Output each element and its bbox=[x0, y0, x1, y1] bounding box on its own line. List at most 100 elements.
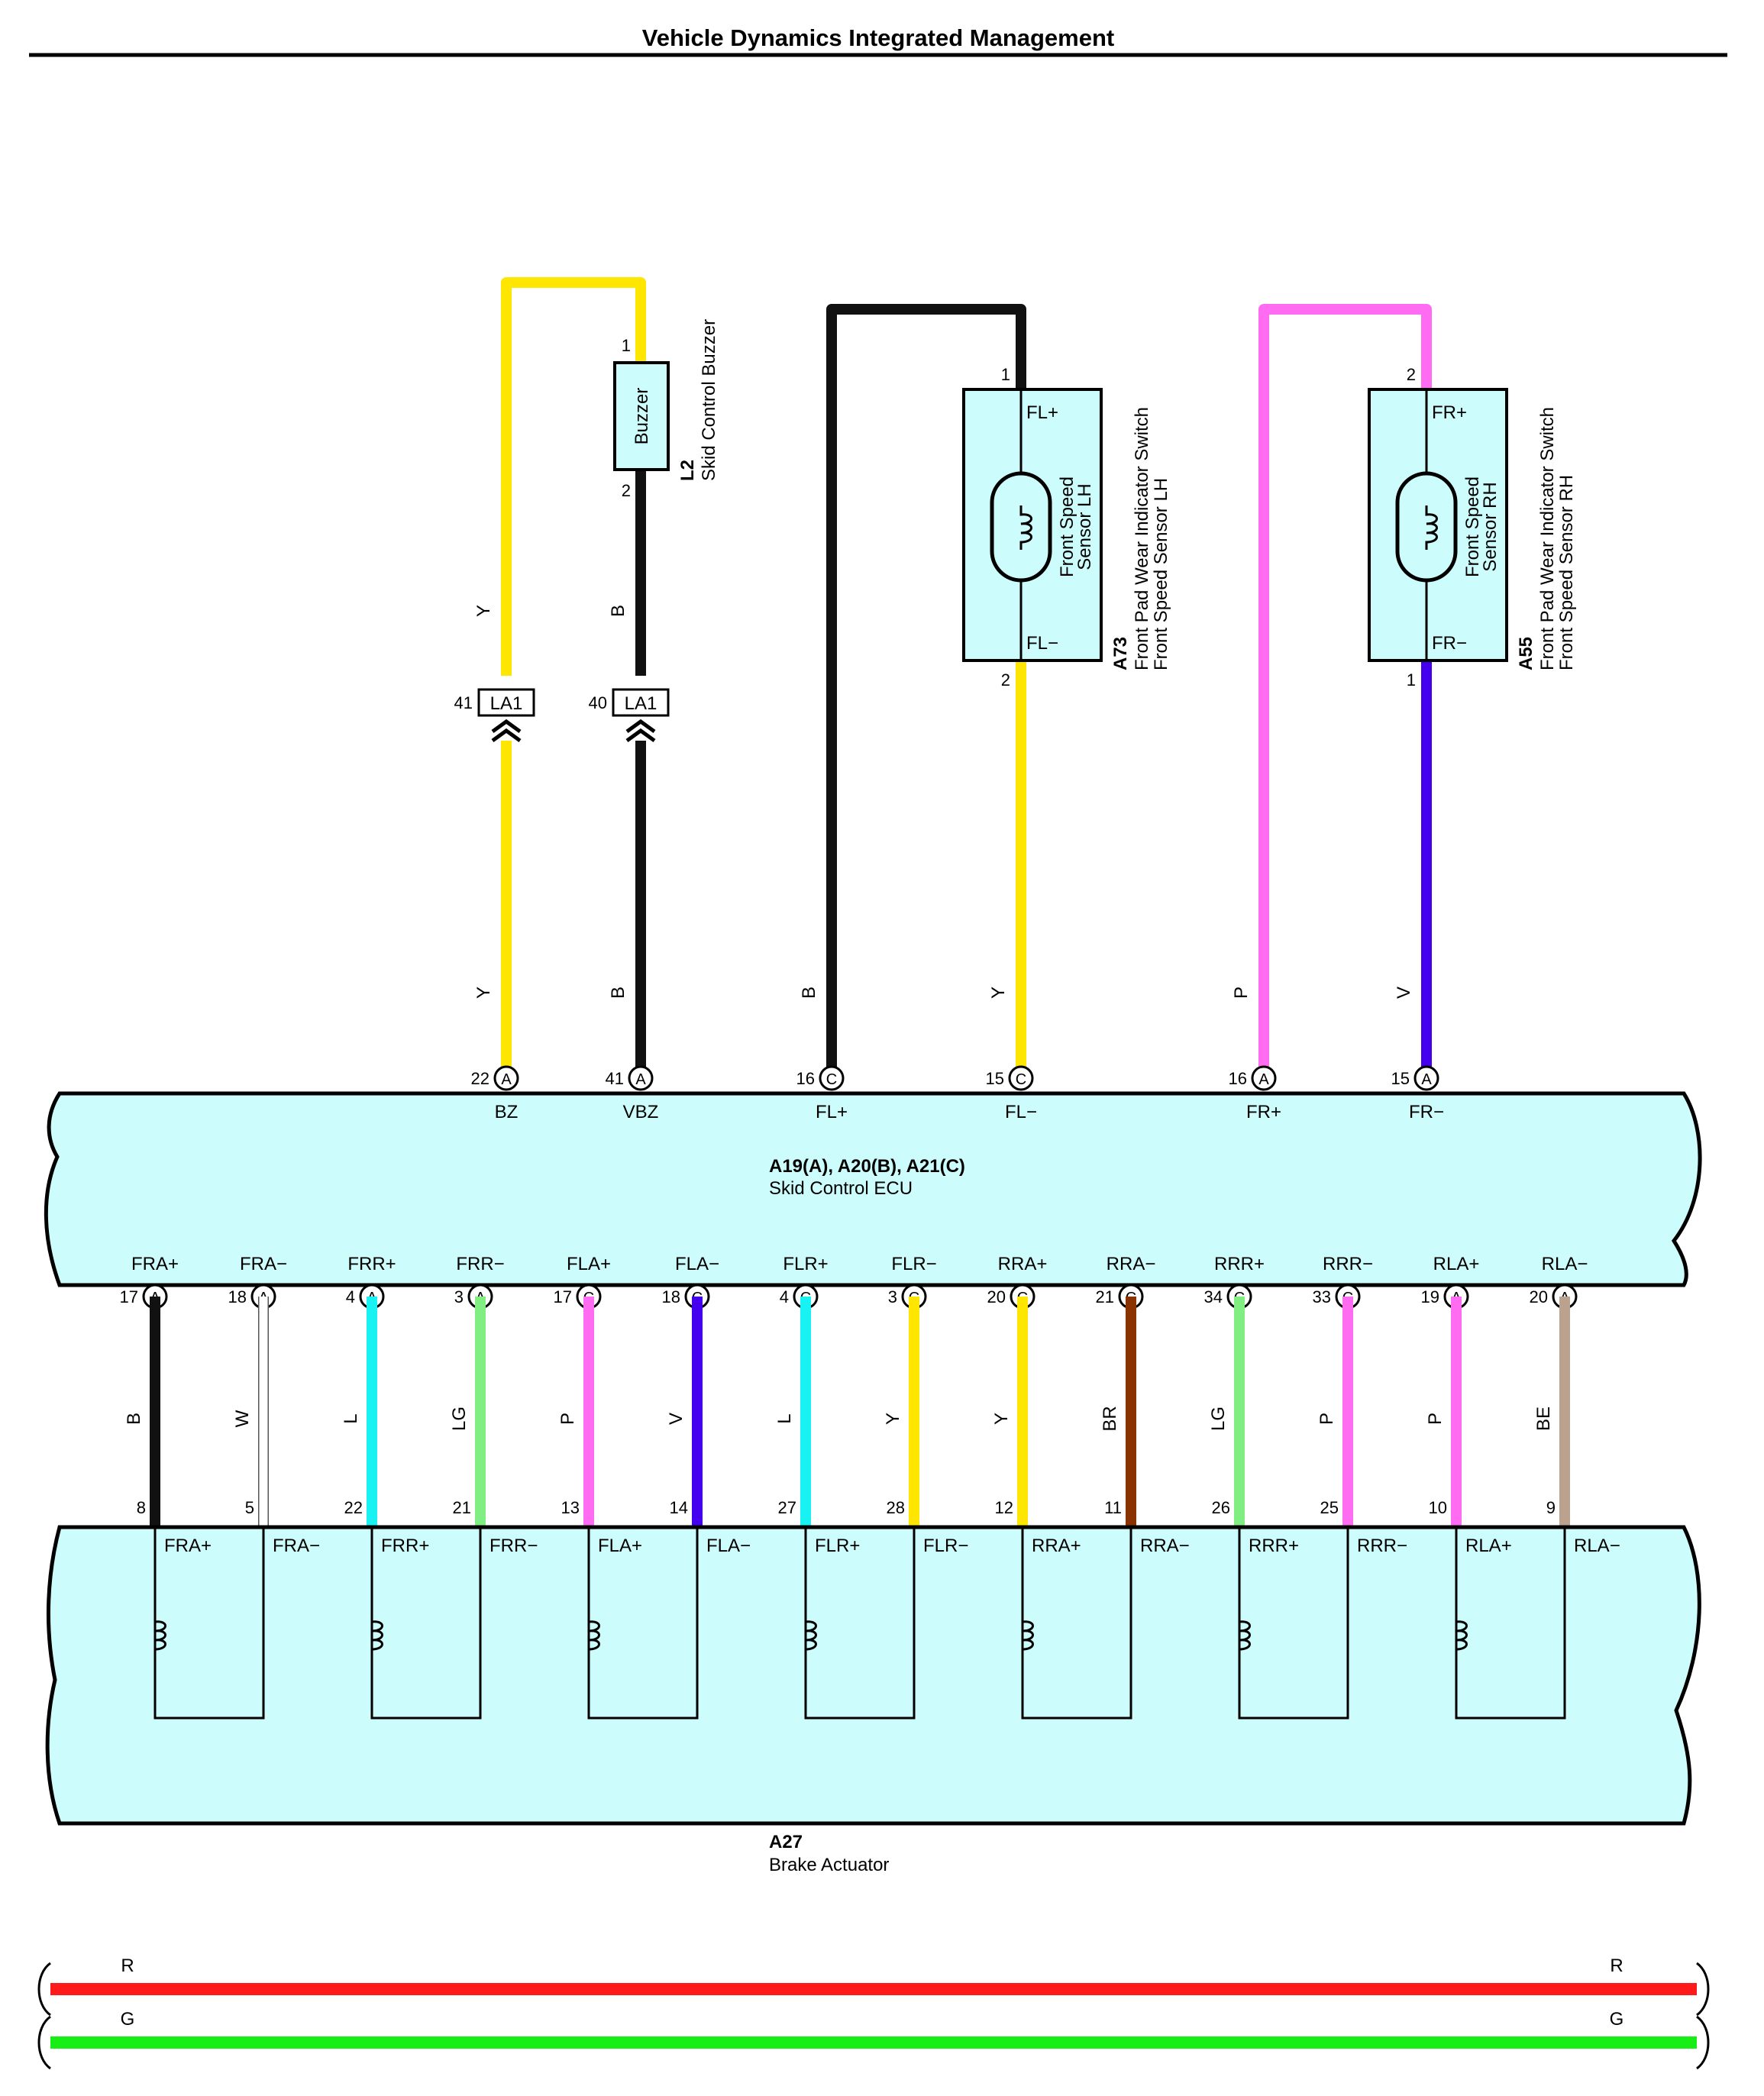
sensor-rh-inner1: Front Speed bbox=[1462, 476, 1483, 577]
actuator-box bbox=[45, 1525, 1701, 1826]
solenoid-coil-icon bbox=[804, 1613, 817, 1657]
ecu-top-pin-number: 16 bbox=[1229, 1069, 1247, 1088]
ecu-top-pin-number: 41 bbox=[606, 1069, 624, 1088]
junction-la1-box bbox=[477, 688, 535, 717]
lower-wire-color-label: BE bbox=[1533, 1406, 1554, 1431]
page-title: Vehicle Dynamics Integrated Management bbox=[642, 24, 1115, 51]
lower-wire-color-label: LG bbox=[449, 1406, 470, 1431]
buzzer-inner-label: Buzzer bbox=[632, 388, 652, 445]
junction-pin: 41 bbox=[454, 693, 473, 712]
ecu-bottom-terminal-label: FLA− bbox=[675, 1254, 719, 1274]
ecu-top-connector bbox=[493, 1065, 519, 1091]
actuator-pin-number: 21 bbox=[453, 1498, 471, 1517]
actuator-pin-number: 22 bbox=[344, 1498, 363, 1517]
ecu-bottom-pin-number: 3 bbox=[888, 1287, 897, 1306]
ecu-bottom-terminal-label: FRR− bbox=[456, 1254, 504, 1274]
sensor-lh-pin-top: 1 bbox=[1001, 365, 1010, 384]
ecu-bottom-terminal-label: RLA− bbox=[1542, 1254, 1588, 1274]
sensor-lh-coil-icon bbox=[1019, 505, 1032, 550]
solenoid-coil-icon bbox=[1238, 1613, 1251, 1657]
ecu-top-connector bbox=[1251, 1065, 1277, 1091]
sensor-lh-code: A73 bbox=[1110, 637, 1131, 670]
ecu-top-terminal-label: VBZ bbox=[623, 1102, 659, 1122]
ecu-top-connector-letter: A bbox=[635, 1071, 646, 1088]
solenoid-coil-icon bbox=[370, 1613, 383, 1657]
actuator-pin-number: 25 bbox=[1320, 1498, 1339, 1517]
upper-wire-color-label: Y bbox=[473, 987, 494, 999]
ecu-bottom-pin-number: 18 bbox=[662, 1287, 680, 1306]
ecu-bottom-terminal-label: FRA− bbox=[240, 1254, 287, 1274]
ecu-bottom-pin-number: 17 bbox=[120, 1287, 138, 1306]
ecu-top-terminal-label: BZ bbox=[495, 1102, 519, 1122]
sensor-rh-pin-bottom: 1 bbox=[1407, 670, 1416, 690]
ecu-bottom-pin-number: 17 bbox=[554, 1287, 572, 1306]
ecu-top-terminal-label: FR− bbox=[1409, 1102, 1444, 1122]
sensor-rh-code: A55 bbox=[1516, 637, 1536, 670]
ecu-bottom-terminal-label: FRA+ bbox=[131, 1254, 179, 1274]
ecu-top-terminal-label: FL+ bbox=[816, 1102, 848, 1122]
junction-la1-box bbox=[612, 688, 670, 717]
ecu-bottom-terminal-label: RRR− bbox=[1323, 1254, 1373, 1274]
bus-label-left: R bbox=[121, 1956, 134, 1976]
lower-wire-color-label: W bbox=[232, 1410, 253, 1427]
bus-bracket-right bbox=[1696, 1962, 1710, 2017]
actuator-terminal-label: RRA− bbox=[1140, 1536, 1190, 1556]
skid-control-ecu: A19(A), A20(B), A21(C)Skid Control ECUA2… bbox=[44, 1065, 1702, 1310]
ecu-bottom-pin-number: 33 bbox=[1313, 1287, 1331, 1306]
actuator-pin-number: 9 bbox=[1546, 1498, 1556, 1517]
wire-bz-upper bbox=[501, 277, 646, 676]
upper-wire-color-label: B bbox=[799, 987, 819, 999]
buzzer-pin-bottom: 2 bbox=[622, 481, 631, 500]
ecu-bottom-terminal-label: RRA− bbox=[1107, 1254, 1156, 1274]
ecu-bottom-terminal-label: FLA+ bbox=[567, 1254, 611, 1274]
lower-wire-color-label: LG bbox=[1208, 1406, 1229, 1431]
actuator-pin-number: 26 bbox=[1212, 1498, 1230, 1517]
ecu-bottom-pin-number: 21 bbox=[1096, 1287, 1114, 1306]
actuator-terminal-label: FLA− bbox=[706, 1536, 751, 1556]
ecu-bottom-terminal-label: FRR+ bbox=[347, 1254, 396, 1274]
ecu-codes: A19(A), A20(B), A21(C) bbox=[769, 1156, 965, 1177]
ecu-bottom-terminal-label: FLR+ bbox=[783, 1254, 828, 1274]
wire-fr-plus-path bbox=[1258, 304, 1432, 1078]
ecu-top-connector-letter: C bbox=[1016, 1071, 1026, 1088]
bus-label-right: G bbox=[1610, 2009, 1624, 2030]
actuator-pin-number: 27 bbox=[778, 1498, 796, 1517]
lower-wire-color-label: BR bbox=[1100, 1406, 1120, 1431]
actuator-code: A27 bbox=[769, 1832, 803, 1852]
sensor-rh-term-top: FR+ bbox=[1432, 402, 1467, 423]
ecu-top-connector-letter: C bbox=[826, 1071, 837, 1088]
ecu-top-terminal-label: FL− bbox=[1005, 1102, 1037, 1122]
bus-bracket-left bbox=[37, 1962, 51, 2017]
sensor-lh-inner2: Sensor LH bbox=[1074, 483, 1095, 570]
ecu-bottom-pin-number: 3 bbox=[454, 1287, 464, 1306]
buzzer-body bbox=[613, 361, 670, 471]
actuator-pin-number: 8 bbox=[137, 1498, 146, 1517]
ecu-top-connector bbox=[819, 1065, 845, 1091]
ecu-top-connector bbox=[1008, 1065, 1034, 1091]
bus-bracket-right bbox=[1696, 2015, 1710, 2070]
ecu-bottom-pin-number: 18 bbox=[228, 1287, 247, 1306]
ecu-top-pin-number: 22 bbox=[471, 1069, 489, 1088]
actuator-terminal-label: FRR+ bbox=[381, 1536, 429, 1556]
ecu-top-connector-letter: A bbox=[501, 1071, 512, 1088]
ecu-bottom-terminal-label: FLR− bbox=[891, 1254, 936, 1274]
solenoid-coil-icon bbox=[153, 1613, 166, 1657]
sensor-rh-line2: Front Speed Sensor RH bbox=[1556, 475, 1577, 670]
wire-fr-plus bbox=[1258, 304, 1432, 1078]
lower-wire-color-label: P bbox=[557, 1413, 578, 1425]
wire-fl-plus-path bbox=[826, 304, 1026, 1078]
actuator-pin-number: 5 bbox=[245, 1498, 254, 1517]
ecu-box bbox=[44, 1091, 1702, 1287]
actuator-terminal-label: FRA+ bbox=[164, 1536, 212, 1556]
ecu-bottom-terminal-label: RRA+ bbox=[998, 1254, 1048, 1274]
brake-actuator: FRA+FRA−FRR+FRR−FLA+FLA−FLR+FLR−RRA+RRA−… bbox=[45, 1525, 1701, 1875]
ecu-bottom-terminal-label: RLA+ bbox=[1433, 1254, 1480, 1274]
actuator-terminal-label: FRA− bbox=[273, 1536, 320, 1556]
junction-la1-label: LA1 bbox=[625, 693, 657, 714]
sensor-rh-coil-housing bbox=[1395, 471, 1458, 583]
wire-fl-plus bbox=[826, 304, 1026, 1078]
actuator-terminal-label: FLR− bbox=[923, 1536, 968, 1556]
